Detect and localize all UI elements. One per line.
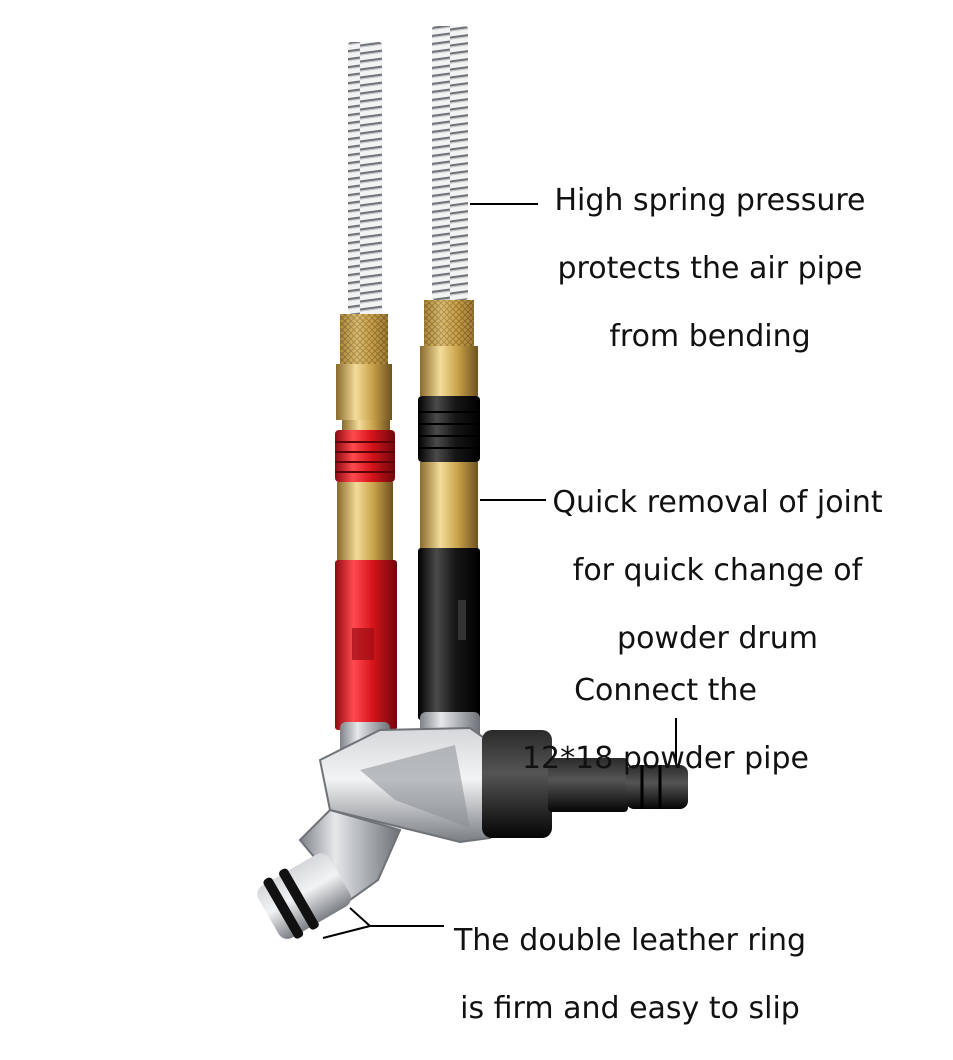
caption-line: 12*18 powder pipe: [521, 741, 810, 776]
silver-gun-body: [298, 712, 491, 902]
right-brass-sleeve: [420, 462, 478, 548]
caption-line: Connect the: [574, 673, 757, 708]
caption-line: is firm and easy to slip: [460, 991, 800, 1026]
right-brass-hex: [420, 346, 478, 396]
left-spring: [348, 42, 382, 314]
right-black-body: [418, 548, 480, 720]
caption-line: Quick removal of joint: [552, 485, 883, 520]
right-spring: [432, 26, 468, 300]
quick-connector: [257, 853, 351, 939]
left-red-collar: [335, 430, 395, 482]
caption-line: powder drum: [617, 621, 818, 656]
product-photo: [257, 26, 688, 939]
powder-pipe-connector: [482, 730, 688, 838]
caption-line: for quick change of: [572, 553, 863, 588]
red-air-pipe: [335, 42, 397, 730]
joint-caption: Quick removal of joint for quick change …: [545, 452, 890, 690]
leather-ring-2: [279, 868, 319, 930]
leather-ring-1: [263, 877, 304, 939]
caption-line: The double leather ring: [453, 923, 807, 958]
callout-lines: [322, 203, 677, 939]
caption-line: from bending: [609, 319, 811, 354]
leather-ring-caption: The double leather ring is firm and easy…: [440, 890, 820, 1060]
powder-pipe-caption: Connect the 12*18 powder pipe: [498, 640, 833, 810]
black-air-pipe: [418, 26, 480, 720]
right-black-collar: [418, 396, 480, 462]
caption-line: protects the air pipe: [557, 251, 863, 286]
spring-caption: High spring pressure protects the air pi…: [540, 150, 880, 388]
caption-line: High spring pressure: [554, 183, 866, 218]
left-brass-sleeve: [337, 482, 393, 560]
ring-callout-line: [349, 907, 444, 927]
left-brass-hex: [336, 364, 392, 420]
